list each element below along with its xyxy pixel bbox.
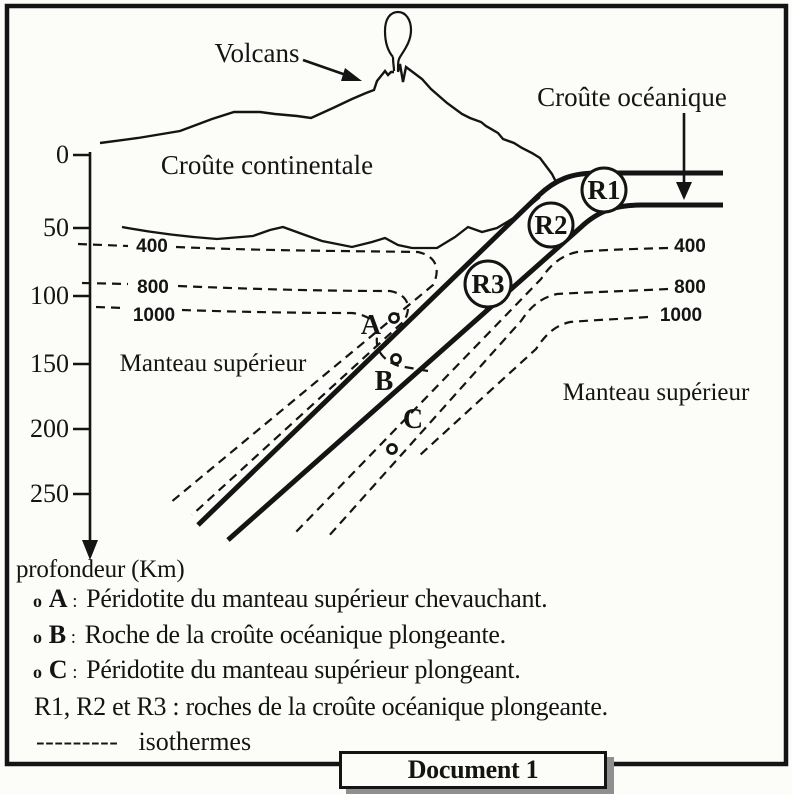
isotherm-label-800-right: 800 <box>674 277 706 298</box>
depth-axis-arrowhead-icon <box>82 540 98 560</box>
axis-tick-label-50: 50 <box>43 213 69 242</box>
axis-tick-label-150: 150 <box>30 349 69 378</box>
oceanic-crust-arrow <box>676 113 692 200</box>
oceanic-crust-label: Croûte océanique <box>537 82 727 112</box>
isotherm-label-1000-left: 1000 <box>133 305 175 326</box>
axis-title: profondeur (Km) <box>16 556 185 583</box>
upper-mantle-right-label: Manteau supérieur <box>563 379 750 406</box>
point-circle-c <box>386 443 398 455</box>
legend-isotherms: --------- isothermes <box>36 727 251 757</box>
moho-line <box>121 196 541 250</box>
point-label-b: B <box>375 366 394 397</box>
volcans-arrow-line <box>302 58 347 77</box>
surface-line-right <box>396 63 559 185</box>
depth-axis: 0 50 100 150 200 250 <box>30 140 98 560</box>
caption-text: Document 1 <box>407 755 539 784</box>
legend-key-a: A <box>48 584 68 613</box>
volcano-plume-icon <box>383 10 413 72</box>
isotherm-labels: 400 800 1000 400 800 1000 <box>133 236 706 326</box>
point-label-c: C <box>403 404 423 435</box>
continental-crust-label: Croûte continentale <box>161 150 373 180</box>
rock-circle-r3 <box>463 259 513 309</box>
legend-sep-c: : <box>72 662 78 683</box>
legend-key-c: C <box>48 655 68 684</box>
isotherm-400-right-line <box>294 246 669 534</box>
oceanic-crust-arrowhead-icon <box>676 182 692 200</box>
rock-circle-r2 <box>527 201 575 249</box>
isotherm-label-400-left: 400 <box>136 236 168 257</box>
isotherm-400-left-start <box>77 242 129 248</box>
legend-text-c: Péridotite du manteau supérieur plongean… <box>86 655 521 684</box>
volcans-arrowhead-icon <box>341 68 362 81</box>
volcans-label: Volcans <box>215 38 300 68</box>
axis-tick-label-0: 0 <box>56 140 69 169</box>
surface-line-left <box>99 69 394 145</box>
isotherm-1000-left-line <box>181 308 429 373</box>
rock-circle-r1 <box>580 166 628 214</box>
legend-rocks-line: R1, R2 et R3 : roches de la croûte océan… <box>34 692 608 721</box>
legend-marker-b-icon: o <box>33 627 42 647</box>
rock-label-r1: R1 <box>588 175 621 205</box>
isotherm-lines-left <box>77 242 438 516</box>
isotherm-800-right-line <box>326 287 669 539</box>
axis-tick-label-100: 100 <box>30 281 69 310</box>
isotherm-1000-right-line <box>419 315 649 456</box>
oceanic-crust-top-line <box>196 170 723 527</box>
isotherm-800-left-line <box>177 284 409 516</box>
isotherm-400-left-line <box>169 245 438 504</box>
rock-markers: R1 R2 R3 <box>463 166 628 309</box>
isotherm-lines-right <box>294 246 669 539</box>
sample-points: A B C <box>361 310 423 455</box>
isotherm-dash-sample-icon: --------- <box>36 727 119 756</box>
legend-marker-c-icon: o <box>33 662 42 682</box>
isotherm-1000-left-start <box>95 305 125 310</box>
rock-label-r3: R3 <box>472 269 505 299</box>
caption-box: Document 1 <box>339 751 607 789</box>
point-circle-a <box>388 312 400 324</box>
axis-tick-label-200: 200 <box>30 414 69 443</box>
legend-key-b: B <box>48 620 66 649</box>
isotherm-legend-label: isothermes <box>138 727 252 756</box>
volcans-arrow <box>302 58 362 81</box>
legend-marker-a-icon: o <box>33 591 42 611</box>
rock-label-r2: R2 <box>535 210 568 240</box>
isotherm-label-1000-right: 1000 <box>660 305 702 326</box>
legend-sep-b: : <box>70 627 76 648</box>
isotherm-label-800-left: 800 <box>137 277 169 298</box>
point-label-a: A <box>361 310 382 341</box>
axis-tick-label-250: 250 <box>30 479 69 508</box>
upper-mantle-left-label: Manteau supérieur <box>120 350 307 377</box>
legend-text-b: Roche de la croûte océanique plongeante. <box>84 620 506 649</box>
point-circle-b <box>390 353 402 365</box>
legend-text-a: Péridotite du manteau supérieur chevauch… <box>86 584 548 613</box>
isotherm-label-400-right: 400 <box>674 236 706 257</box>
legend-sep-a: : <box>72 591 78 612</box>
